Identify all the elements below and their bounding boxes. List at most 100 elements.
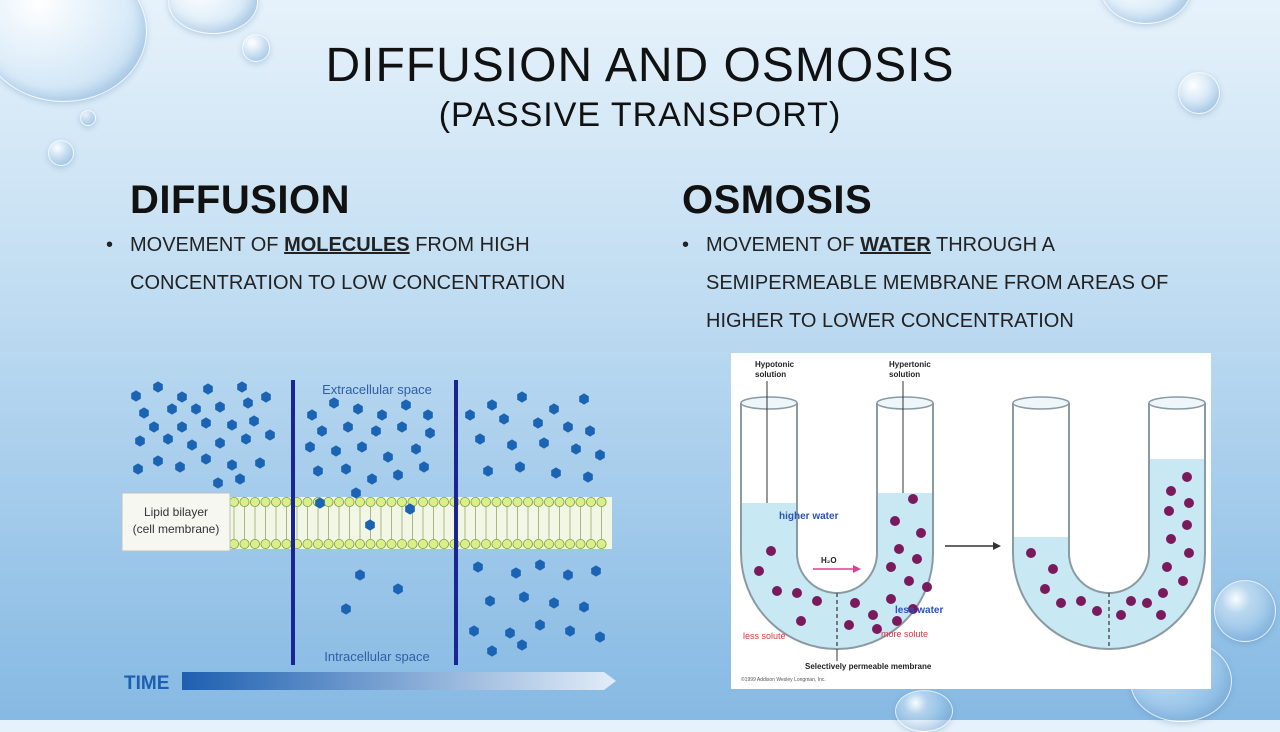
solute-particle xyxy=(912,554,922,564)
lipid-head xyxy=(396,497,407,508)
osmosis-key-term: WATER xyxy=(860,234,931,256)
diffusion-figure-svg: Lipid bilayer (cell membrane) Extracellu… xyxy=(121,380,612,665)
lipid-head xyxy=(302,497,313,508)
solute-particle xyxy=(886,594,896,604)
molecule xyxy=(331,445,341,457)
solute-particle xyxy=(1048,564,1058,574)
lipid-head xyxy=(533,538,544,549)
lipid-head xyxy=(249,538,260,549)
lipid-head xyxy=(270,497,281,508)
molecule xyxy=(487,645,497,657)
solute-particle xyxy=(1182,472,1192,482)
solute-particle xyxy=(1142,598,1152,608)
solute-particle xyxy=(894,544,904,554)
tube-opening-left-after xyxy=(1012,396,1070,410)
molecule xyxy=(505,627,515,639)
solute-particle xyxy=(908,494,918,504)
lipid-head xyxy=(543,497,554,508)
lipid-head xyxy=(522,497,533,508)
tube-inner-wall xyxy=(796,403,878,594)
molecule xyxy=(153,381,163,393)
molecule xyxy=(249,415,259,427)
lipid-head xyxy=(554,497,565,508)
lipid-head xyxy=(438,497,449,508)
lipid-head xyxy=(312,538,323,549)
molecule xyxy=(499,413,509,425)
diffusion-heading: DIFFUSION xyxy=(130,178,351,222)
molecule xyxy=(583,471,593,483)
molecule xyxy=(411,443,421,455)
lipid-head xyxy=(229,497,240,508)
solute-particle xyxy=(1040,584,1050,594)
solute-particle xyxy=(1166,486,1176,496)
lipid-head xyxy=(438,538,449,549)
lipid-head xyxy=(281,497,292,508)
lipid-head xyxy=(281,538,292,549)
molecule xyxy=(187,439,197,451)
solute-particle xyxy=(1126,596,1136,606)
higher-water-label: higher water xyxy=(779,511,839,522)
lipid-head xyxy=(501,497,512,508)
tube-outer-wall-after xyxy=(1012,403,1206,650)
lipid-head xyxy=(459,538,470,549)
osmosis-heading: OSMOSIS xyxy=(682,178,873,222)
lipid-head xyxy=(344,538,355,549)
molecule xyxy=(565,625,575,637)
lipid-head xyxy=(270,538,281,549)
hypotonic-label-line1: Hypotonic xyxy=(755,360,795,369)
molecule xyxy=(579,393,589,405)
lipid-head xyxy=(575,538,586,549)
lipid-head xyxy=(365,538,376,549)
lipid-head xyxy=(428,538,439,549)
water-drop-decoration xyxy=(80,110,96,126)
intracellular-label: Intracellular space xyxy=(324,649,430,664)
solute-particle xyxy=(766,546,776,556)
bullet-icon: • xyxy=(682,234,690,256)
molecule xyxy=(355,569,365,581)
molecule xyxy=(365,519,375,531)
solute-particle xyxy=(868,610,878,620)
water-drop-decoration xyxy=(1214,580,1276,642)
molecule xyxy=(549,597,559,609)
solute-particle xyxy=(772,586,782,596)
molecule xyxy=(511,567,521,579)
lipid-head xyxy=(260,538,271,549)
osmosis-definition-prefix: MOVEMENT OF xyxy=(706,234,861,256)
time-label: TIME xyxy=(124,673,169,694)
molecule xyxy=(397,421,407,433)
lipid-head xyxy=(480,497,491,508)
osmosis-figure-svg: Hypotonic solution Hypertonic solution h… xyxy=(740,360,1206,683)
molecule xyxy=(517,391,527,403)
molecule xyxy=(377,409,387,421)
lipid-head xyxy=(596,538,607,549)
molecule xyxy=(465,409,475,421)
osmosis-definition-suffix: THROUGH A SEMIPERMEABLE MEMBRANE FROM AR… xyxy=(706,234,1169,332)
molecule xyxy=(191,403,201,415)
diffusion-figure: Lipid bilayer (cell membrane) Extracellu… xyxy=(120,375,620,675)
lipid-head xyxy=(459,497,470,508)
molecule xyxy=(475,433,485,445)
diffusion-definition-prefix: MOVEMENT OF xyxy=(130,234,285,256)
molecule xyxy=(549,403,559,415)
lipid-head xyxy=(333,497,344,508)
molecule xyxy=(419,461,429,473)
tube-opening-left xyxy=(740,396,798,410)
solute-particle xyxy=(872,624,882,634)
tube-opening-right-after xyxy=(1148,396,1206,410)
molecule xyxy=(571,443,581,455)
molecule xyxy=(353,403,363,415)
molecule xyxy=(261,391,271,403)
molecule xyxy=(343,421,353,433)
lipid-head xyxy=(354,497,365,508)
u-tube-before xyxy=(740,396,934,650)
molecule-group xyxy=(131,381,605,657)
copyright-label: ©1999 Addison Wesley Longman, Inc. xyxy=(741,676,826,683)
molecule xyxy=(595,449,605,461)
solute-particle xyxy=(1158,588,1168,598)
solute-particle xyxy=(1156,610,1166,620)
lipid-head xyxy=(386,538,397,549)
extracellular-label: Extracellular space xyxy=(322,382,432,397)
solute-particle xyxy=(754,566,764,576)
molecule xyxy=(313,465,323,477)
lipid-head xyxy=(585,538,596,549)
